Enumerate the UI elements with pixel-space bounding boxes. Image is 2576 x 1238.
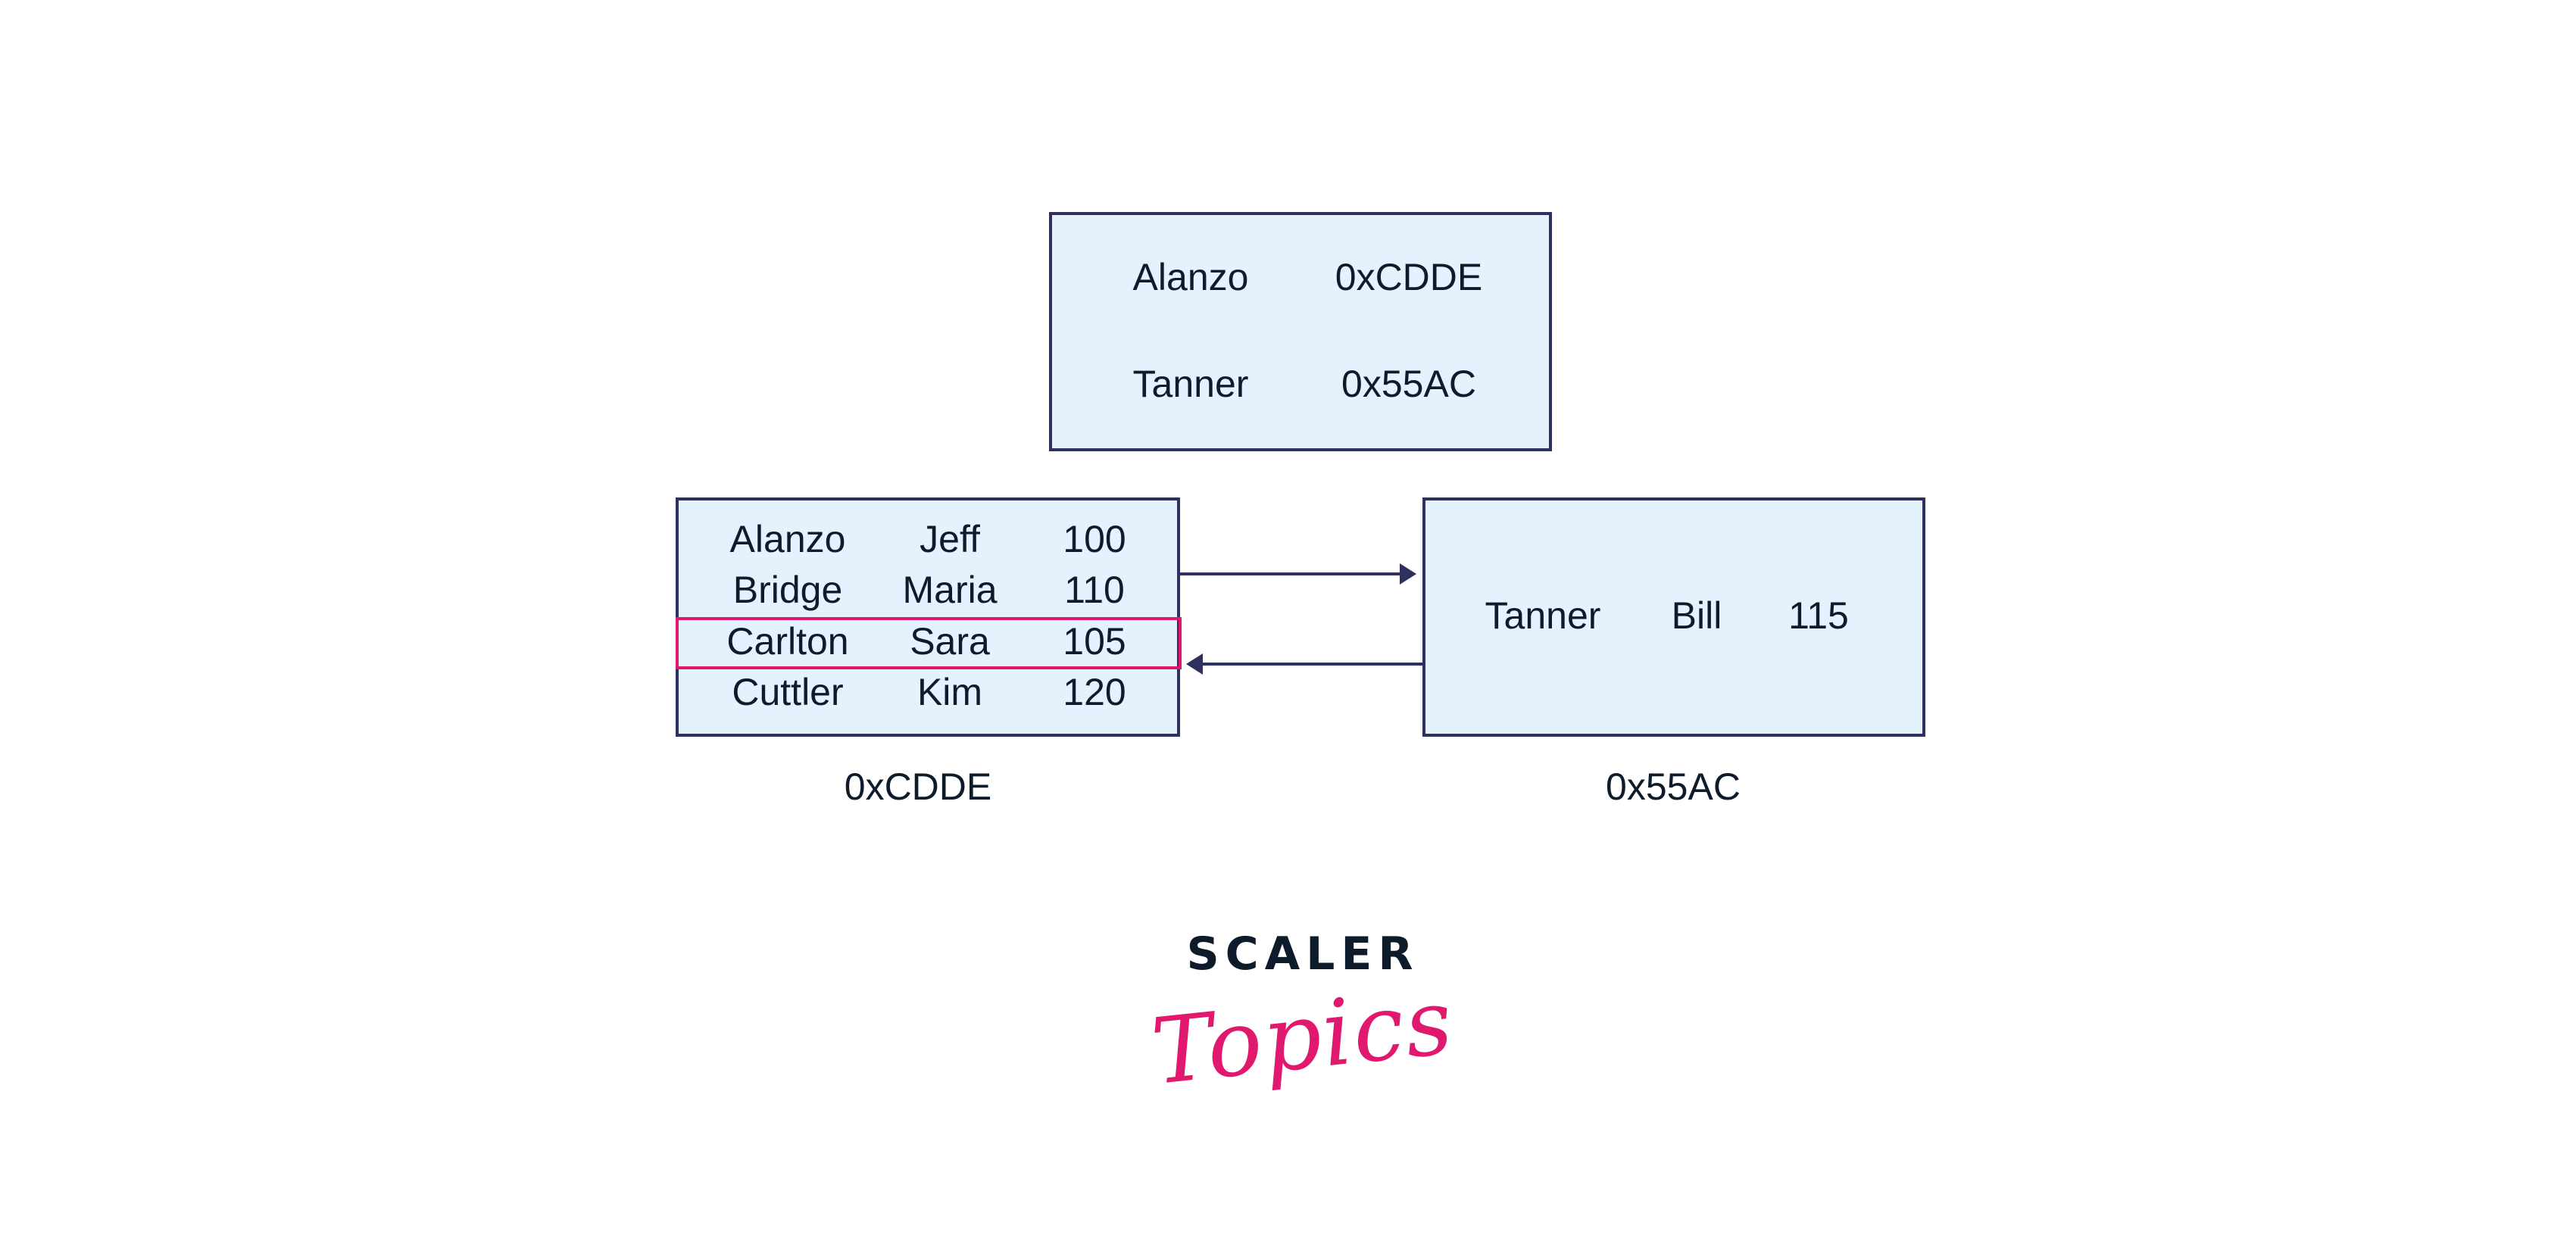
cell-value: 100	[1063, 518, 1126, 560]
data-block-right	[1422, 497, 1925, 737]
cell-value: 110	[1064, 569, 1125, 611]
cell-first-name: Bill	[1671, 594, 1722, 637]
index-pointer: 0x55AC	[1341, 363, 1476, 405]
cell-first-name: Kim	[916, 671, 983, 713]
cell-first-name: Maria	[902, 569, 998, 611]
cell-last-name: Bridge	[732, 569, 843, 611]
index-block	[1049, 212, 1552, 451]
cell-value: 115	[1788, 594, 1849, 637]
cell-last-name: Carlton	[726, 620, 849, 663]
highlighted-row	[676, 617, 1182, 669]
cell-last-name: Alanzo	[729, 518, 846, 560]
index-key: Alanzo	[1132, 256, 1249, 298]
index-key: Tanner	[1132, 363, 1249, 405]
cell-last-name: Tanner	[1485, 594, 1601, 637]
cell-last-name: Cuttler	[732, 671, 844, 713]
arrow-next	[1180, 563, 1416, 585]
index-pointer: 0xCDDE	[1335, 256, 1483, 298]
cell-first-name: Sara	[910, 620, 990, 663]
address-label-right: 0x55AC	[1606, 766, 1741, 808]
cell-first-name: Jeff	[920, 518, 980, 560]
logo-scaler: SCALER	[1186, 928, 1419, 981]
arrow-prev	[1186, 653, 1422, 675]
address-label-left: 0xCDDE	[844, 766, 992, 808]
cell-value: 105	[1063, 620, 1126, 663]
cell-value: 120	[1063, 671, 1126, 713]
